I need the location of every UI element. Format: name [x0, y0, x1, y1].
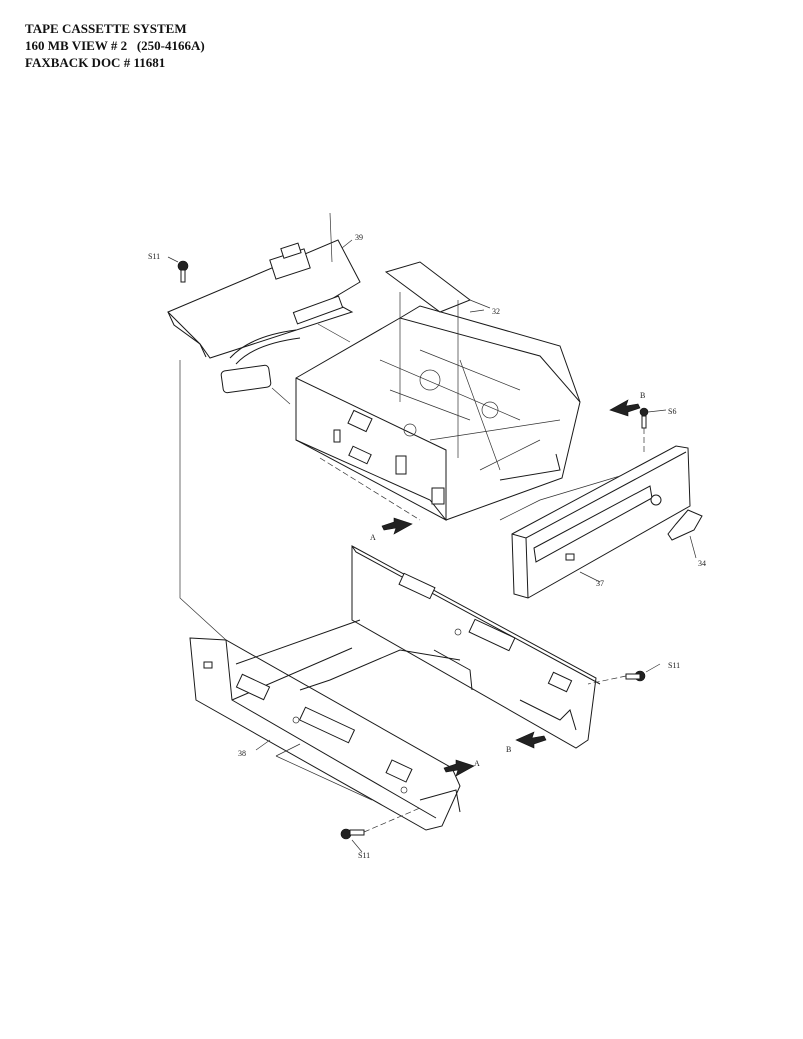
tape-drive-assembly [295, 305, 581, 521]
callout-s11-right: S11 [668, 661, 680, 670]
callout-38: 38 [238, 749, 246, 758]
arrow-a-bottom-icon [443, 759, 475, 777]
circuit-board-39 [167, 212, 361, 641]
chassis-bracket-38 [189, 545, 601, 831]
callout-arrow-b-top: B [640, 391, 645, 400]
callout-32: 32 [492, 307, 500, 316]
screw-s11-top [177, 260, 189, 283]
screw-s11-right [587, 670, 646, 685]
arrow-b-bottom-icon [515, 731, 547, 749]
arrow-b-top-icon [609, 399, 641, 417]
callout-s6: S6 [668, 407, 676, 416]
screw-s11-bottom [340, 807, 421, 840]
callout-39: 39 [355, 233, 363, 242]
callout-s11-bottom: S11 [358, 851, 370, 860]
header-title: TAPE CASSETTE SYSTEM [25, 21, 187, 36]
header-doc-number: FAXBACK DOC # 11681 [25, 55, 166, 70]
header-view: 160 MB VIEW # 2 (250-4166A) [25, 38, 205, 53]
callout-arrow-a-mid: A [370, 533, 376, 542]
callout-34: 34 [698, 559, 706, 568]
arrow-a-mid-icon [381, 517, 413, 535]
power-connector [220, 323, 351, 405]
front-bezel-37 [499, 445, 691, 599]
callout-arrow-b-bottom: B [506, 745, 511, 754]
screw-s6 [639, 407, 649, 454]
document-header: TAPE CASSETTE SYSTEM 160 MB VIEW # 2 (25… [25, 20, 205, 71]
eject-lever-34 [667, 509, 703, 541]
callout-s11-top: S11 [148, 252, 160, 261]
callout-arrow-a-bottom: A [474, 759, 480, 768]
callout-37: 37 [596, 579, 604, 588]
